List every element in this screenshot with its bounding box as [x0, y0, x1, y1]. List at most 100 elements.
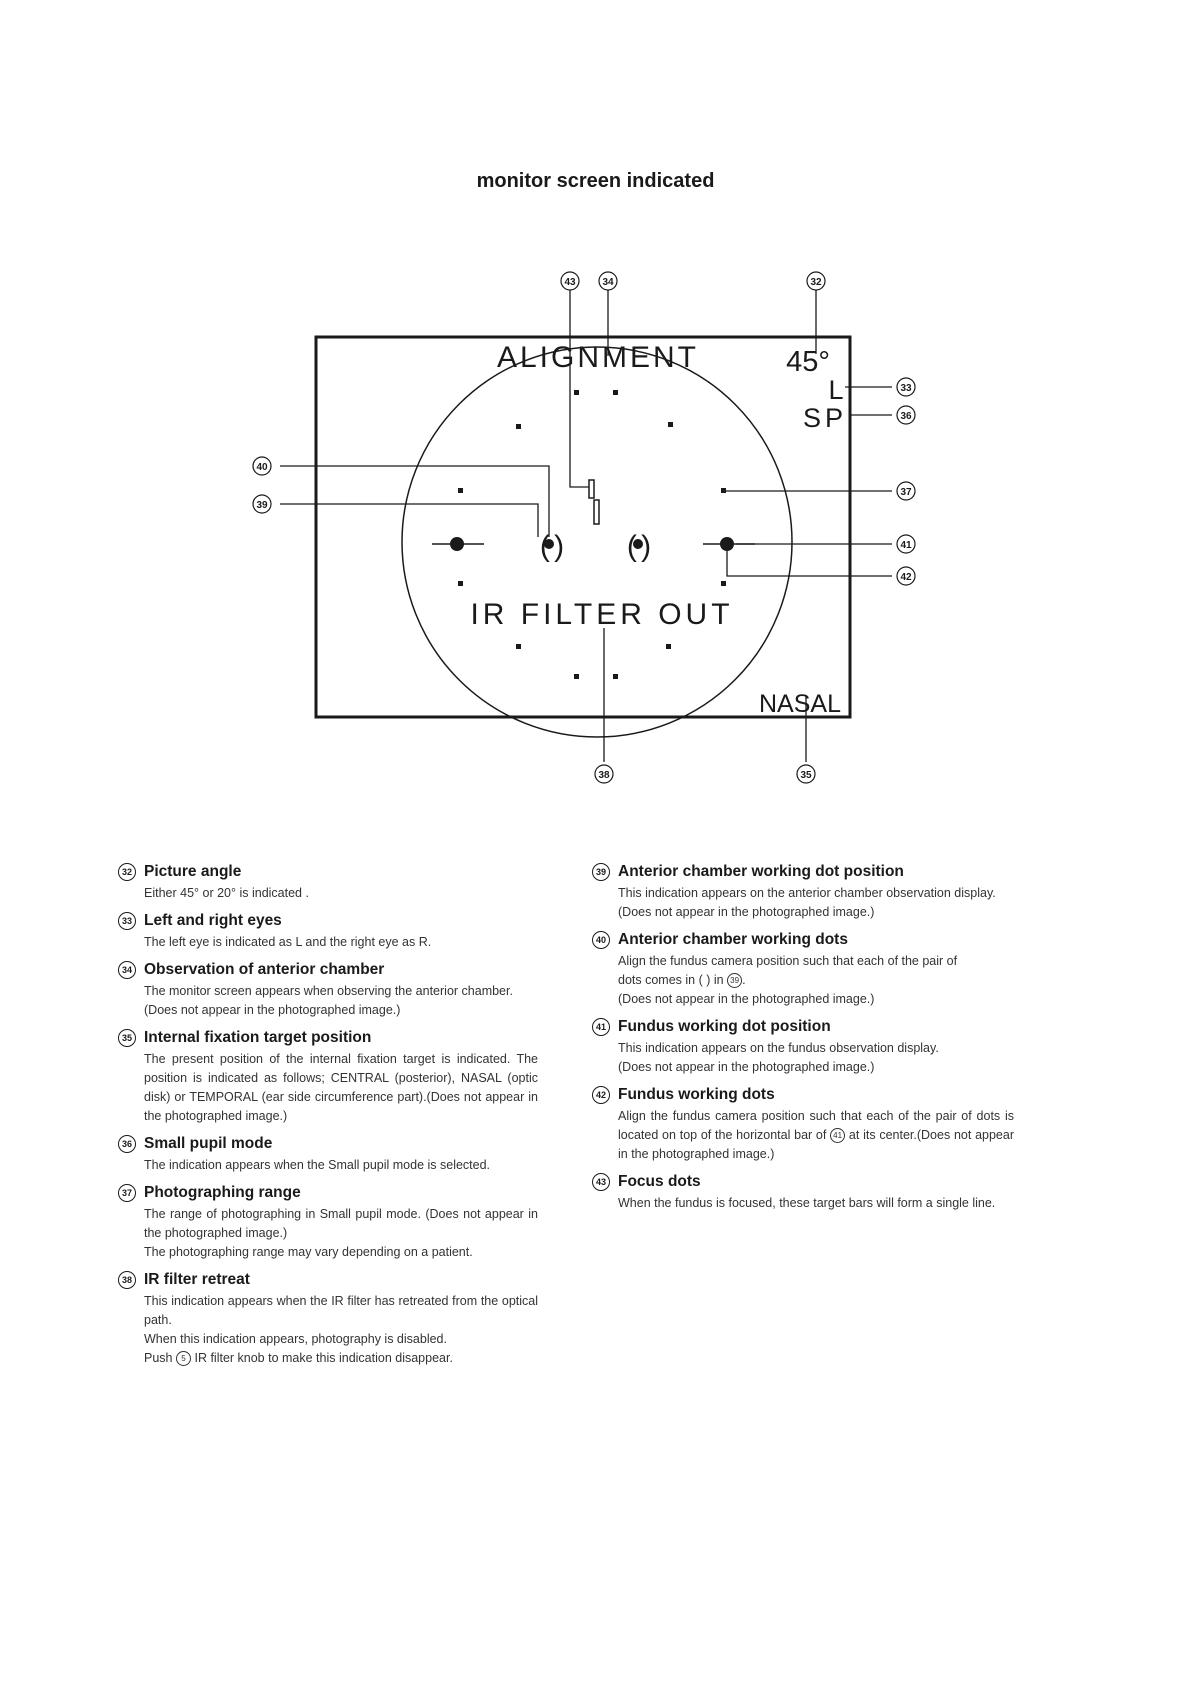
- alignment-label: ALIGNMENT: [497, 341, 699, 374]
- descriptions-left-column: 32 Picture angle Either 45° or 20° is in…: [118, 862, 538, 1376]
- item-number: 38: [118, 1271, 136, 1289]
- item-text: dots comes in ( ) in 39.: [618, 971, 1014, 990]
- anterior-working-dot-left: [544, 539, 554, 549]
- item-number: 36: [118, 1135, 136, 1153]
- callout-41: 41: [896, 534, 916, 554]
- eye-label: L: [828, 375, 843, 405]
- focus-bars: [588, 479, 600, 525]
- item-text: The photographing range may vary dependi…: [144, 1245, 473, 1259]
- svg-text:41: 41: [900, 540, 912, 551]
- svg-text:32: 32: [810, 277, 822, 288]
- callout-33: 33: [896, 377, 916, 397]
- item-fundus-working-dots: 42 Fundus working dots Align the fundus …: [592, 1085, 1014, 1164]
- item-photographing-range: 37 Photographing range The range of phot…: [118, 1183, 538, 1262]
- item-number: 33: [118, 912, 136, 930]
- ref-39: 39: [727, 973, 743, 989]
- ir-filter-label: IR FILTER OUT: [470, 598, 733, 631]
- nasal-label: NASAL: [759, 690, 841, 718]
- page-title: monitor screen indicated: [476, 170, 715, 192]
- item-text: When this indication appears, photograph…: [144, 1332, 447, 1346]
- svg-text:43: 43: [564, 277, 576, 288]
- item-picture-angle: 32 Picture angle Either 45° or 20° is in…: [118, 862, 538, 903]
- item-text: Either 45° or 20° is indicated .: [144, 886, 309, 900]
- item-title: Fundus working dot position: [618, 1018, 831, 1035]
- item-text: (Does not appear in the photographed ima…: [618, 1060, 875, 1074]
- item-left-right-eyes: 33 Left and right eyes The left eye is i…: [118, 911, 538, 952]
- svg-text:35: 35: [800, 770, 812, 781]
- dots-text: dots comes in ( ) in: [618, 973, 724, 987]
- item-title: Left and right eyes: [144, 912, 282, 929]
- mode-label: SP: [803, 403, 847, 433]
- svg-text:40: 40: [256, 462, 268, 473]
- anterior-working-dot-right: [633, 539, 643, 549]
- callout-34: 34: [598, 271, 618, 291]
- fundus-dots-text-rest: at its center.(Does not appear in the ph…: [618, 1128, 1014, 1161]
- callout-numbers: 43 34 32 33 36 37 41 42 40 39 38 35: [252, 271, 916, 784]
- push-text: Push: [144, 1351, 173, 1365]
- item-number: 41: [592, 1018, 610, 1036]
- item-text: This indication appears on the fundus ob…: [618, 1041, 939, 1055]
- item-fixation-target: 35 Internal fixation target position The…: [118, 1028, 538, 1126]
- push-text-rest: IR filter knob to make this indication d…: [194, 1351, 453, 1365]
- knob-ref: 5: [175, 1351, 191, 1367]
- item-ir-filter: 38 IR filter retreat This indication app…: [118, 1270, 538, 1368]
- callout-32: 32: [806, 271, 826, 291]
- item-title: IR filter retreat: [144, 1271, 250, 1288]
- item-text: Align the fundus camera position such th…: [618, 954, 958, 968]
- item-text: The monitor screen appears when observin…: [144, 984, 513, 998]
- item-focus-dots: 43 Focus dots When the fundus is focused…: [592, 1172, 1014, 1213]
- item-title: Internal fixation target position: [144, 1029, 372, 1046]
- svg-text:34: 34: [602, 277, 614, 288]
- dots-text-end: .: [742, 973, 746, 987]
- item-text: The left eye is indicated as L and the r…: [144, 935, 432, 949]
- item-small-pupil: 36 Small pupil mode The indication appea…: [118, 1134, 538, 1175]
- callout-36: 36: [896, 405, 916, 425]
- svg-text:36: 36: [900, 411, 912, 422]
- item-number: 43: [592, 1173, 610, 1191]
- callout-38: 38: [594, 764, 614, 784]
- callout-39: 39: [252, 494, 272, 514]
- callout-35: 35: [796, 764, 816, 784]
- item-title: Anterior chamber working dot position: [618, 863, 904, 880]
- item-title: Small pupil mode: [144, 1135, 273, 1152]
- callout-37: 37: [896, 481, 916, 501]
- item-text: (Does not appear in the photographed ima…: [144, 1003, 401, 1017]
- item-title: Anterior chamber working dots: [618, 931, 848, 948]
- svg-text:39: 39: [256, 500, 268, 511]
- callout-40: 40: [252, 456, 272, 476]
- item-text: This indication appears on the anterior …: [618, 886, 996, 900]
- item-anterior-chamber: 34 Observation of anterior chamber The m…: [118, 960, 538, 1020]
- item-text: The present position of the internal fix…: [144, 1052, 538, 1123]
- svg-text:38: 38: [598, 770, 610, 781]
- fundus-dots-text: Align the fundus camera position such th…: [618, 1109, 1014, 1142]
- item-text: When the fundus is focused, these target…: [618, 1196, 996, 1210]
- item-anterior-working-dots: 40 Anterior chamber working dots Align t…: [592, 930, 1014, 1009]
- item-number: 34: [118, 961, 136, 979]
- item-number: 39: [592, 863, 610, 881]
- callout-43: 43: [560, 271, 580, 291]
- svg-text:37: 37: [900, 487, 912, 498]
- item-title: Photographing range: [144, 1184, 301, 1201]
- fundus-working-dot-left: [432, 537, 484, 551]
- monitor-frame: [314, 335, 852, 719]
- item-title: Fundus working dots: [618, 1086, 775, 1103]
- item-text: (Does not appear in the photographed ima…: [618, 905, 875, 919]
- item-title: Focus dots: [618, 1173, 701, 1190]
- descriptions-right-column: 39 Anterior chamber working dot position…: [592, 862, 1014, 1221]
- field-circle: [401, 346, 793, 738]
- item-title: Picture angle: [144, 863, 242, 880]
- svg-text:42: 42: [900, 572, 912, 583]
- monitor-screen-diagram: ALIGNMENT 45° L SP IR FILTER OUT NASAL (…: [252, 271, 916, 784]
- svg-text:33: 33: [900, 383, 912, 394]
- photographing-range-dots: [458, 390, 726, 679]
- item-text: Align the fundus camera position such th…: [618, 1107, 1014, 1164]
- item-number: 42: [592, 1086, 610, 1104]
- item-number: 37: [118, 1184, 136, 1202]
- item-number: 35: [118, 1029, 136, 1047]
- item-number: 40: [592, 931, 610, 949]
- item-fundus-dot-position: 41 Fundus working dot position This indi…: [592, 1017, 1014, 1077]
- item-text: (Does not appear in the photographed ima…: [618, 992, 875, 1006]
- ref-41: 41: [830, 1128, 846, 1144]
- angle-label: 45°: [786, 346, 830, 378]
- item-text: The indication appears when the Small pu…: [144, 1158, 491, 1172]
